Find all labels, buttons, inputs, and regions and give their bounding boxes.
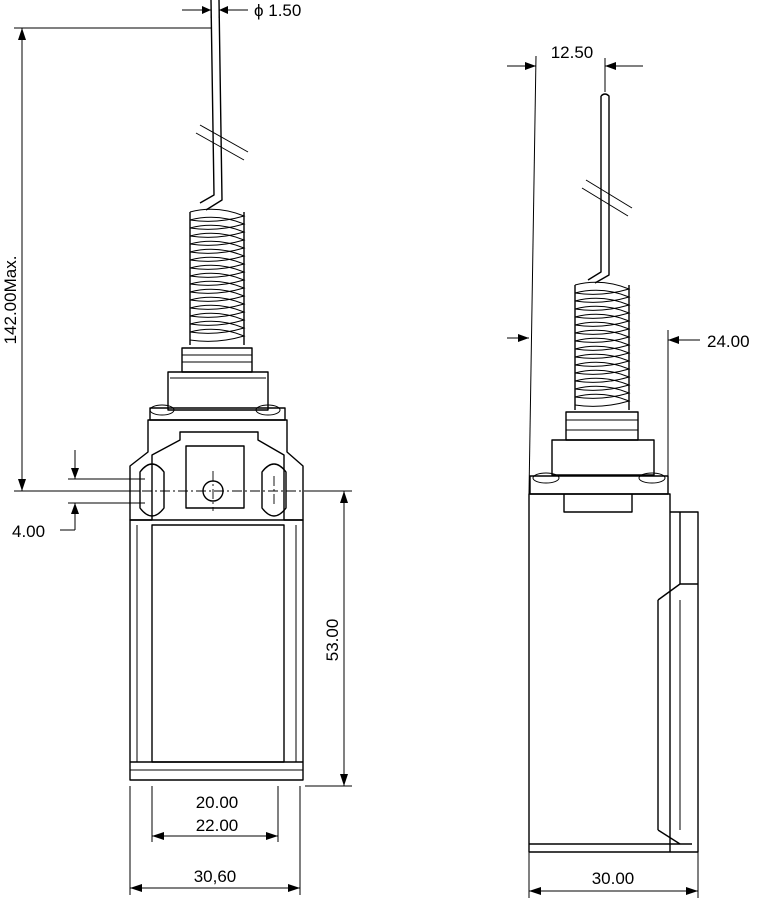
label-inner-width-20: 20.00 xyxy=(196,793,239,812)
front-dimensions: ϕ 1.50 142.00Max. 4.00 xyxy=(1,0,352,895)
front-body xyxy=(129,519,304,781)
dim-hole-spacing: 4.00 xyxy=(12,450,145,541)
label-rod-offset: 12.50 xyxy=(551,43,594,62)
label-hole-spacing: 4.00 xyxy=(12,522,45,541)
dim-body-height: 53.00 xyxy=(305,490,352,787)
side-body xyxy=(528,493,699,853)
side-dimensions: 12.50 24.00 30.00 xyxy=(507,43,750,898)
dim-rod-offset: 12.50 xyxy=(507,43,643,495)
dim-side-depth: 24.00 xyxy=(507,330,750,476)
label-body-width-side: 30.00 xyxy=(592,869,635,888)
dim-rod-diameter: ϕ 1.50 xyxy=(182,0,301,20)
dim-inner-widths: 20.00 22.00 xyxy=(151,786,279,842)
front-view xyxy=(70,0,350,781)
front-head xyxy=(129,404,304,521)
label-rod-diameter: ϕ 1.50 xyxy=(254,1,301,20)
label-body-width-front: 30,60 xyxy=(194,867,237,886)
front-actuator-rod xyxy=(195,0,249,211)
dim-body-width-front: 30,60 xyxy=(129,786,301,895)
dim-total-height: 142.00Max. xyxy=(1,27,212,492)
side-head xyxy=(529,472,669,513)
side-view xyxy=(528,93,699,853)
label-total-height: 142.00Max. xyxy=(1,256,20,345)
label-side-depth: 24.00 xyxy=(707,332,750,351)
label-body-height: 53.00 xyxy=(323,619,342,662)
side-spring xyxy=(574,281,631,410)
side-collar xyxy=(551,411,655,476)
side-actuator-rod xyxy=(581,93,633,284)
front-collar xyxy=(167,347,269,411)
front-spring xyxy=(189,208,246,345)
front-mounting-holes xyxy=(70,463,350,517)
dim-body-width-side: 30.00 xyxy=(528,852,699,898)
label-inner-width-22: 22.00 xyxy=(196,816,239,835)
